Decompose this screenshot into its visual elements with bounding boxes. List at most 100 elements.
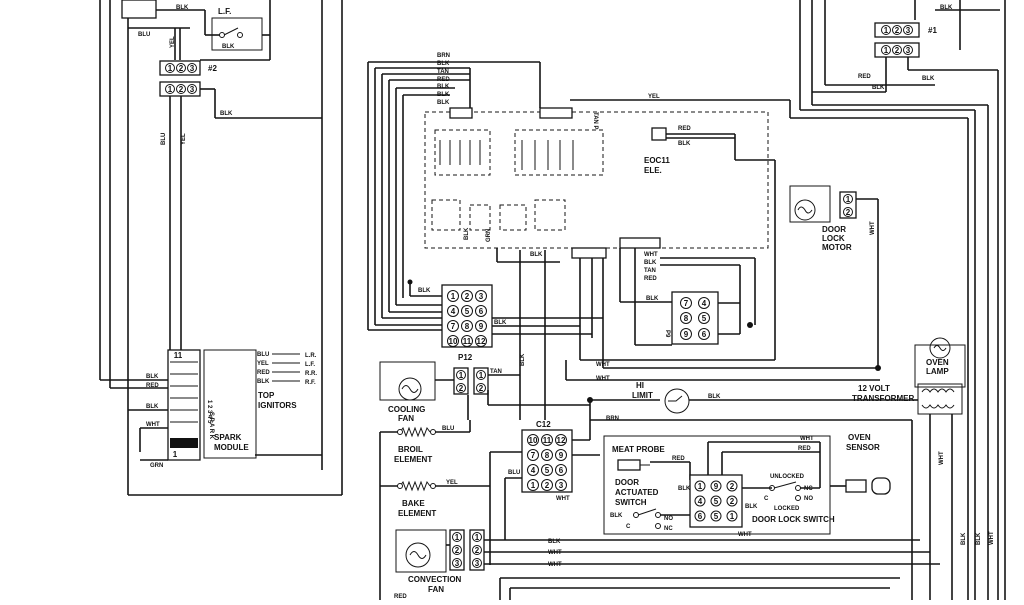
svg-text:8: 8 [465, 322, 470, 331]
svg-text:2: 2 [479, 384, 484, 393]
door-lock-motor: 1 2 DOOR LOCK MOTOR WHT [789, 185, 881, 371]
oven-sensor-probe [871, 477, 891, 495]
top-right-switch: BLK 1 2 3 #1 1 2 3 RED BLK BLK [789, 0, 1006, 600]
svg-text:6: 6 [702, 330, 707, 339]
svg-text:2: 2 [545, 481, 550, 490]
door-lock-switch-label: DOOR LOCK SWITCH [752, 515, 835, 524]
svg-text:5: 5 [545, 466, 550, 475]
svg-text:1: 1 [451, 292, 456, 301]
spark-pin-top: 11 [174, 351, 183, 360]
ignitor-rf: R.F. [305, 380, 316, 386]
wire-label: BLU [161, 133, 167, 145]
ignitor-lf: L.F. [305, 362, 315, 368]
svg-text:3: 3 [479, 292, 484, 301]
svg-text:RED: RED [798, 446, 811, 452]
svg-text:BLK: BLK [437, 92, 450, 98]
svg-text:3: 3 [190, 85, 195, 94]
svg-text:BLU: BLU [508, 470, 520, 476]
svg-text:RED: RED [672, 456, 685, 462]
svg-text:1: 1 [459, 371, 464, 380]
svg-text:1: 1 [455, 533, 460, 542]
svg-text:2: 2 [846, 208, 851, 217]
wire-label: BLK [146, 374, 159, 380]
svg-text:BLK: BLK [678, 486, 691, 492]
wire-label: BLK [146, 404, 159, 410]
broil-element-label-2: ELEMENT [394, 455, 432, 464]
svg-text:5: 5 [714, 497, 719, 506]
p12-label: P12 [458, 353, 473, 362]
door-actuated-switch-label-2: ACTUATED [615, 488, 659, 497]
wire-label: WHT [939, 451, 945, 465]
broil-element [399, 426, 431, 438]
svg-text:2: 2 [475, 546, 480, 555]
svg-text:7: 7 [451, 322, 456, 331]
svg-text:BLK: BLK [678, 141, 691, 147]
bake-element-label-1: BAKE [402, 499, 425, 508]
svg-text:9: 9 [714, 482, 719, 491]
svg-text:BLK: BLK [494, 320, 507, 326]
wire-label: BLK [520, 353, 526, 366]
svg-text:1: 1 [168, 64, 173, 73]
svg-text:2: 2 [465, 292, 470, 301]
eoc-board-outline [424, 111, 769, 249]
c12-connector: C12 10 11 12 7 8 9 4 5 6 1 2 3 WHT BLU [505, 400, 600, 502]
svg-text:BLU: BLU [257, 352, 269, 358]
svg-text:10: 10 [449, 337, 458, 346]
switch-2-label: #2 [208, 64, 217, 73]
eoc-label: EOC11 [644, 156, 670, 165]
board-connector-bottom-left [571, 247, 607, 259]
wire-label: RED [146, 383, 159, 389]
svg-text:5: 5 [714, 512, 719, 521]
spark-pin-bottom: 1 [173, 450, 178, 459]
svg-text:5: 5 [702, 314, 707, 323]
svg-text:YEL: YEL [648, 94, 660, 100]
svg-text:3: 3 [455, 559, 460, 568]
svg-text:11: 11 [463, 337, 472, 346]
svg-text:BLK: BLK [437, 84, 450, 90]
svg-text:1: 1 [479, 371, 484, 380]
svg-text:1: 1 [884, 26, 889, 35]
svg-text:BLK: BLK [940, 5, 953, 11]
svg-text:1: 1 [730, 512, 735, 521]
wire-label: BLK [530, 252, 543, 258]
svg-text:1: 1 [698, 482, 703, 491]
door-actuated-switch-label-1: DOOR [615, 478, 639, 487]
svg-text:WHT: WHT [800, 436, 814, 442]
board-connector-mid [539, 107, 573, 119]
transformer [917, 383, 963, 415]
oven-lamp-label-1: OVEN [926, 358, 949, 367]
svg-text:BLK: BLK [437, 100, 450, 106]
cooling-fan-label-1: COOLING [388, 405, 425, 414]
hi-limit-label-2: LIMIT [632, 391, 653, 400]
door-lock-motor-label-2: LOCK [822, 234, 845, 243]
locked-label: LOCKED [774, 506, 800, 512]
bake-element [399, 480, 431, 492]
oven-lamp-label-2: LAMP [926, 367, 949, 376]
wire-label: BLK [464, 227, 470, 240]
svg-text:1: 1 [884, 46, 889, 55]
cooling-fan-label-2: FAN [398, 414, 414, 423]
svg-text:RED: RED [257, 370, 270, 376]
svg-text:BLK: BLK [610, 513, 623, 519]
svg-text:TAN: TAN [644, 268, 656, 274]
ele-label: ELE. [644, 166, 662, 175]
svg-text:2: 2 [179, 85, 184, 94]
svg-text:10: 10 [529, 436, 538, 445]
wire-label: WHT [146, 422, 160, 428]
svg-text:2: 2 [455, 546, 460, 555]
svg-text:NC: NC [664, 526, 673, 532]
svg-text:BLK: BLK [418, 288, 431, 294]
p9-connector: 7 4 8 5 9 6 P9 BLK [619, 248, 756, 346]
svg-text:YEL: YEL [446, 480, 458, 486]
svg-text:3: 3 [559, 481, 564, 490]
svg-text:BLK: BLK [872, 85, 885, 91]
oven-sensor-connector [845, 479, 867, 493]
svg-text:YEL: YEL [257, 361, 269, 367]
svg-text:NC: NC [804, 486, 813, 492]
svg-text:1: 1 [168, 85, 173, 94]
tan-p-label: TAN P [592, 112, 598, 130]
svg-text:BLK: BLK [257, 379, 270, 385]
door-switch-section: MEAT PROBE RED DOOR ACTUATED SWITCH BLK … [603, 433, 891, 538]
svg-text:12: 12 [557, 436, 566, 445]
oven-sensor-label-1: OVEN [848, 433, 871, 442]
